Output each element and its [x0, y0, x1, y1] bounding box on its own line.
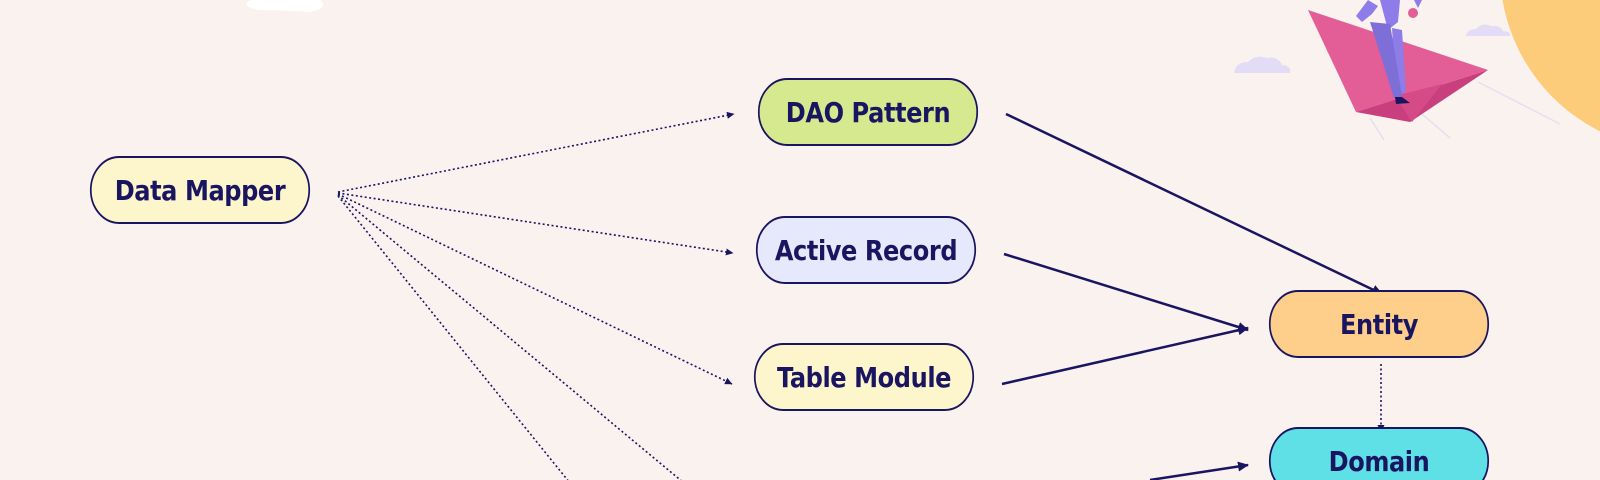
edge-tablemodule-entity	[1001, 325, 1249, 386]
solid-edges	[1001, 112, 1383, 480]
node-dao-pattern[interactable]: DAO Pattern	[757, 78, 979, 146]
edge-datamapper-tablemodule	[337, 193, 733, 385]
node-entity-label: Entity	[1340, 307, 1418, 341]
cloud-left-shape	[1234, 56, 1291, 73]
edge-activerecord-entity	[1003, 252, 1249, 332]
edge-datamapper-offscreen-2	[337, 195, 569, 480]
top-cloud-shape	[246, 0, 324, 12]
node-dao-pattern-label: DAO Pattern	[785, 95, 951, 129]
node-domain-label: Domain	[1328, 444, 1430, 478]
node-domain[interactable]: Domain	[1268, 427, 1490, 480]
node-data-mapper-label: Data Mapper	[114, 173, 286, 207]
node-table-module-label: Table Module	[776, 360, 952, 394]
edge-to-domain	[1149, 461, 1249, 480]
node-data-mapper[interactable]: Data Mapper	[89, 156, 311, 224]
edge-dao-entity	[1005, 112, 1383, 296]
node-entity[interactable]: Entity	[1268, 290, 1490, 358]
edge-datamapper-dao	[337, 111, 735, 193]
edge-datamapper-activerecord	[337, 192, 734, 256]
speed-lines	[1369, 81, 1561, 141]
node-active-record-label: Active Record	[774, 233, 958, 267]
node-active-record[interactable]: Active Record	[755, 216, 977, 284]
node-table-module[interactable]: Table Module	[753, 343, 975, 411]
cloud-right-shape	[1466, 24, 1511, 36]
sun-shape	[1502, 0, 1600, 132]
dotted-edges	[337, 111, 1385, 480]
figure-illustration	[1356, 0, 1422, 104]
